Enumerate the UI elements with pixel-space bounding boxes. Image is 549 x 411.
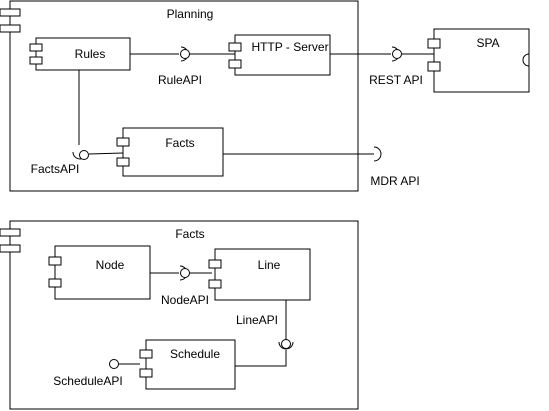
component-schedule[interactable]: Schedule [139,339,236,390]
lineapi-schedule-line [235,350,287,367]
ruleapi-label: RuleAPI [158,73,202,87]
http-server-body [234,34,331,76]
nodeapi-label: NodeAPI [161,293,209,307]
facts-package-frame-tab-top [0,228,21,237]
rules-body [35,37,131,71]
interface-mdr-api[interactable]: MDR API [370,146,420,188]
component-facts[interactable]: Facts [116,127,224,177]
schedule-label: Schedule [170,347,220,361]
factsapi-ball [79,150,89,160]
lineapi-label: LineAPI [236,313,278,327]
component-line[interactable]: Line [208,248,311,301]
http-server-label: HTTP - Server [251,40,328,54]
interface-factsapi[interactable]: FactsAPI [31,150,89,177]
facts-package-frame-tab-bottom [0,244,21,253]
factsapi-facts-line [88,152,124,155]
interface-nodeapi[interactable]: NodeAPI [161,265,209,307]
scheduleapi-label: ScheduleAPI [53,374,122,388]
facts-package-title: Facts [175,227,204,241]
component-rules[interactable]: Rules [29,37,131,71]
planning-frame-tab-top [0,8,21,17]
connectors [78,53,434,367]
spa-port-bottom [427,61,441,72]
factsapi-label: FactsAPI [31,162,80,176]
rest-api-ball [392,49,402,59]
http-server-port-top [228,42,242,52]
component-node[interactable]: Node [48,245,151,300]
ruleapi-ball [180,49,190,59]
lineapi-ball [281,339,291,349]
scheduleapi-ball [109,359,119,369]
line-label: Line [258,258,281,272]
component-spa[interactable]: SPA [427,28,530,93]
interface-rest-api[interactable]: REST API [369,46,423,87]
spa-port-top [427,38,441,49]
spa-body [433,28,530,93]
planning-frame-tab-bottom [0,24,21,33]
nodeapi-ball [180,268,190,278]
facts-port-bottom [116,157,130,167]
node-label: Node [96,258,125,272]
interface-scheduleapi[interactable]: ScheduleAPI [53,359,123,389]
interface-ruleapi[interactable]: RuleAPI [158,46,202,87]
component-http-server[interactable]: HTTP - Server [228,34,331,76]
http-server-port-bottom [228,59,242,69]
node-body [54,245,151,300]
rules-port-top [29,43,43,52]
rest-api-label: REST API [369,73,423,87]
line-port-bottom [208,279,222,289]
spa-required-socket [522,53,530,67]
facts-body [122,127,224,177]
facts-port-top [116,137,130,147]
planning-title: Planning [167,7,214,21]
facts-label: Facts [165,136,194,150]
node-port-bottom [48,278,62,288]
rules-label: Rules [75,47,106,61]
spa-label: SPA [476,36,499,50]
line-port-top [208,259,222,269]
mdr-api-label: MDR API [370,174,419,188]
schedule-body [145,339,236,390]
node-port-top [48,256,62,266]
schedule-port-bottom [139,368,153,378]
interface-lineapi[interactable]: LineAPI [236,313,294,350]
schedule-port-top [139,349,153,359]
rules-port-bottom [29,56,43,65]
line-body [214,248,311,301]
mdr-api-socket [373,146,382,162]
